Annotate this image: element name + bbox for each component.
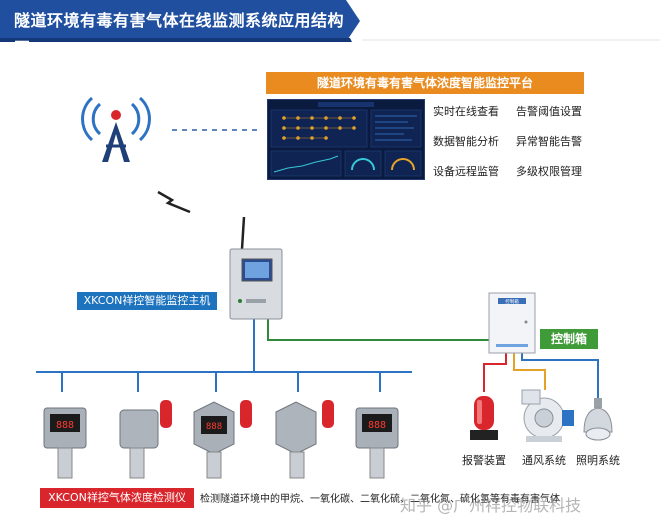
output-label-lighting: 照明系统 [576,454,620,467]
detector-label: XKCON祥控气体浓度检测仪 [40,488,194,508]
feature-item: 告警阈值设置 [516,105,582,118]
control-box-panel-text: 控制箱 [505,298,519,305]
gas-detector-icon: 888 [43,407,87,479]
svg-text:888: 888 [206,422,222,432]
header-banner [0,0,360,42]
control-box-device: 控制箱 [488,292,536,354]
feature-item: 异常智能告警 [516,135,582,148]
host-label: XKCON祥控智能监控主机 [77,292,217,310]
output-label-ventilation: 通风系统 [522,454,566,467]
monitoring-host-device [229,216,283,320]
page-title: 隧道环境有毒有害气体在线监测系统应用结构图 [14,11,345,58]
dashboard-screenshot [267,99,425,180]
feature-item: 数据智能分析 [433,135,499,148]
ventilation-fan-icon [521,389,574,442]
svg-text:888: 888 [56,420,74,431]
platform-title: 隧道环境有毒有害气体浓度智能监控平台 [266,72,584,94]
feature-item: 实时在线查看 [433,105,499,118]
radio-tower-icon [81,96,151,162]
gas-detector-icon [275,400,334,479]
gas-detector-icon [119,400,172,479]
gas-detector-array: 888 888 888 [43,400,399,479]
svg-text:888: 888 [368,420,386,431]
output-label-alarm: 报警装置 [462,454,506,467]
gas-detector-icon: 888 [193,400,252,479]
alarm-light-icon [470,396,498,440]
wireless-signal-icon [157,190,191,214]
feature-item: 多级权限管理 [516,165,582,178]
lighting-lamp-icon [583,398,613,441]
watermark: 知乎 @广州祥控物联科技 [400,496,582,515]
feature-item: 设备远程监管 [433,165,499,178]
detector-description: 检测隧道环境中的甲烷、一氧化碳、二氧化硫、二氧化氮、硫化氢等有毒有害气体 [200,494,560,505]
header-divider [362,39,660,41]
control-box-label: 控制箱 [540,329,598,349]
gas-detector-icon: 888 [355,407,399,479]
